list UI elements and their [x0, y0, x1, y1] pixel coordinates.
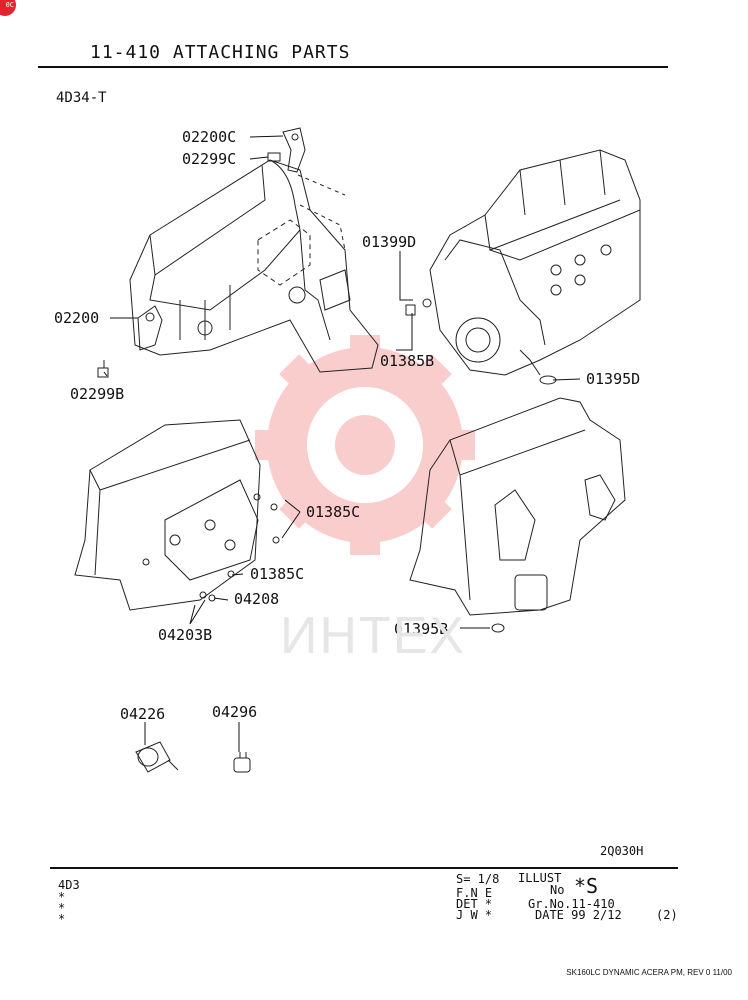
- part-label-04226: 04226: [120, 705, 166, 723]
- footer-group-no: Gr.No.11-410: [528, 897, 615, 911]
- footer-illust-no-label: No: [550, 883, 565, 897]
- leader-lines: [103, 135, 581, 752]
- footer-rule: [50, 867, 678, 869]
- page-title: 11-410 ATTACHING PARTS: [90, 42, 351, 63]
- drawing-code: 2Q030H: [600, 844, 644, 858]
- footer-left-star-2: *: [58, 901, 66, 915]
- footer-date: DATE 99 2/12: [535, 908, 622, 922]
- part-label-04208: 04208: [234, 590, 280, 608]
- loose-part-04226-switch: [135, 741, 179, 773]
- part-label-02200: 02200: [54, 309, 100, 327]
- part-label-01385C-b: 01385C: [250, 565, 305, 583]
- title-rule: [38, 66, 668, 68]
- document-credit: SK160LC DYNAMIC ACERA PM, REV 0 11/00: [566, 968, 732, 977]
- footer-page: (2): [656, 908, 678, 922]
- watermark-text: ИНТЕХ: [280, 607, 467, 665]
- part-label-01395D: 01395D: [586, 370, 641, 388]
- part-label-01385C-a: 01385C: [306, 503, 361, 521]
- watermark-gear-logo: [255, 335, 475, 555]
- part-label-04203B: 04203B: [158, 626, 213, 644]
- footer-fne: F.N E: [456, 886, 493, 900]
- part-label-02299C: 02299C: [182, 150, 237, 168]
- part-label-01395B: 01395B: [394, 620, 449, 638]
- loose-part-04296-plug: [233, 752, 251, 773]
- corner-badge: 0C: [0, 0, 16, 16]
- footer-scale: S= 1/8: [456, 872, 500, 886]
- footer-det: DET *: [456, 897, 493, 911]
- engine-model: 4D34-T: [56, 90, 107, 106]
- engine-view-left-lower: [74, 419, 280, 611]
- part-label-01385B: 01385B: [380, 352, 435, 370]
- footer-jw: J W *: [456, 908, 493, 922]
- footer-left-4D3: 4D3: [58, 878, 80, 892]
- part-label-02200C: 02200C: [182, 128, 237, 146]
- engine-view-right-lower: [409, 397, 626, 633]
- engine-view-right-upper: [405, 149, 641, 385]
- footer-left-star-1: *: [58, 890, 66, 904]
- part-label-01399D: 01399D: [362, 233, 417, 251]
- engine-view-left-upper: [97, 127, 379, 378]
- part-label-02299B: 02299B: [70, 385, 125, 403]
- footer-illust-no: *S: [574, 874, 599, 898]
- footer-illust-label: ILLUST: [518, 871, 562, 885]
- footer-left-star-3: *: [58, 912, 66, 926]
- part-label-04296: 04296: [212, 703, 258, 721]
